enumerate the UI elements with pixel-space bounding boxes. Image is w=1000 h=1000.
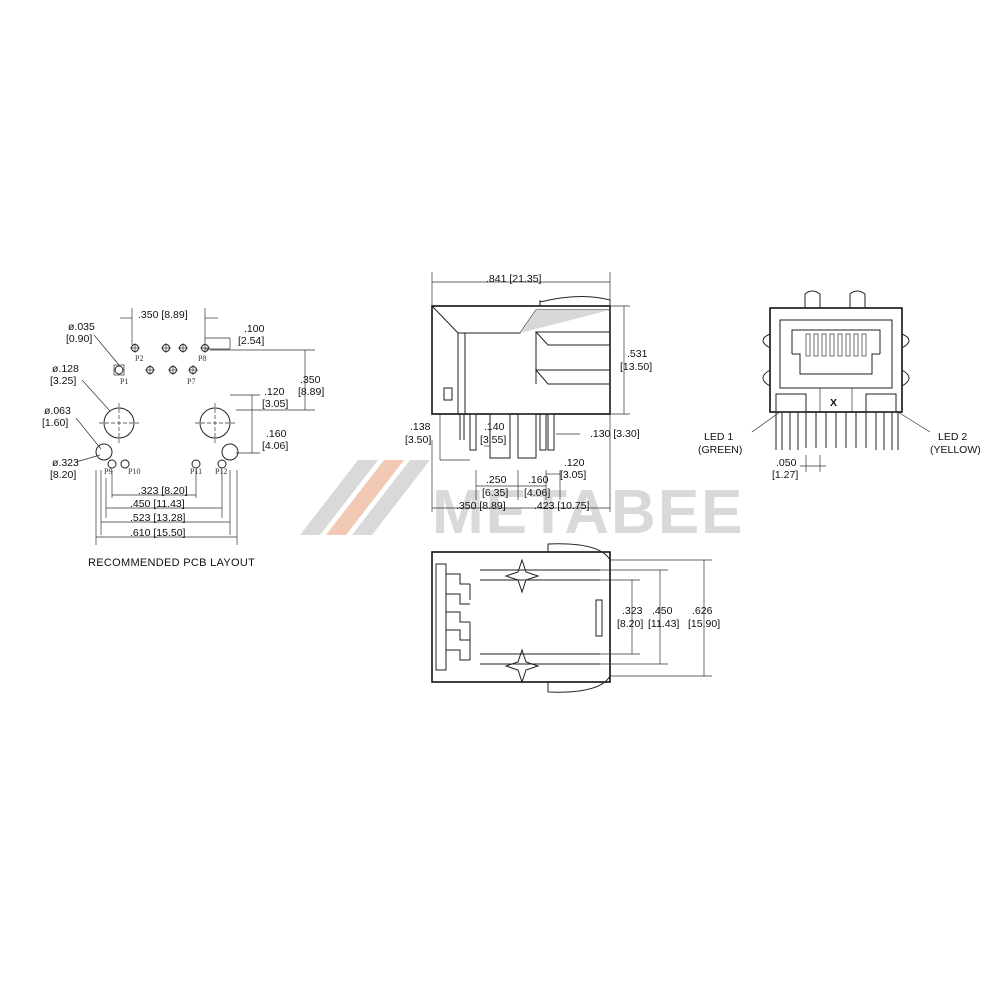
dim-span-450: .450 [11.43] [130, 498, 185, 510]
dim-side-140: .140 [484, 421, 505, 433]
side-view-pins [459, 413, 555, 459]
dim-bottom-450-mm: [11.43] [648, 618, 679, 630]
dim-bottom-323-mm: [8.20] [617, 618, 643, 630]
dim-side-160: .160 [528, 474, 549, 486]
dim-pitch-100-mm: [2.54] [238, 335, 264, 347]
dim-offset-120-mm: [3.05] [262, 398, 288, 410]
dim-pitch-350: .350 [8.89] [138, 309, 188, 321]
dim-offset-160: .160 [266, 428, 287, 440]
dim-side-138-mm: [3.50] [405, 434, 431, 446]
dim-side-250-mm: [6.35] [482, 487, 508, 499]
center-x-marker: X [830, 397, 837, 409]
pin-label-p10: P10 [128, 467, 140, 476]
dim-span-323: .323 [8.20] [138, 485, 188, 497]
dim-length-841: .841 [21.35] [486, 273, 542, 285]
dim-hole-323-mm: [8.20] [50, 469, 76, 481]
dim-height-350: .350 [300, 374, 321, 386]
dim-pin-pitch-050: .050 [776, 457, 797, 469]
watermark-stripes [300, 460, 430, 535]
led1-color: (GREEN) [698, 444, 742, 456]
dim-height-531: .531 [627, 348, 648, 360]
dim-hole-035-mm: [0.90] [66, 333, 92, 345]
side-view-body [431, 295, 611, 415]
dim-hole-128-mm: [3.25] [50, 375, 76, 387]
dim-side-120-mm: [3.05] [560, 469, 586, 481]
dim-pitch-100: .100 [244, 323, 265, 335]
pin-label-p9: P9 [104, 467, 112, 476]
dim-side-250: .250 [486, 474, 507, 486]
dim-height-350-mm: [8.89] [298, 386, 324, 398]
dim-offset-120: .120 [264, 386, 285, 398]
front-view-pins [775, 412, 899, 450]
pin-label-p11: P11 [190, 467, 202, 476]
dim-bottom-450: .450 [652, 605, 673, 617]
dim-side-138: .138 [410, 421, 431, 433]
dim-hole-063: ø.063 [44, 405, 71, 417]
dim-bottom-323: .323 [622, 605, 643, 617]
pcb-shield-holes [95, 443, 239, 469]
pin-label-p2: P2 [135, 354, 143, 363]
dim-side-130: .130 [3.30] [590, 428, 640, 440]
dim-hole-035: ø.035 [68, 321, 95, 333]
dim-height-531-mm: [13.50] [620, 361, 652, 373]
pin-label-p1: P1 [120, 377, 128, 386]
dim-span-523: .523 [13.28] [130, 512, 186, 524]
dim-bottom-626: .626 [692, 605, 713, 617]
led1-label: LED 1 [704, 431, 733, 443]
watermark-text: METABEE [432, 478, 745, 547]
dim-side-140-mm: [3.55] [480, 434, 506, 446]
pcb-mount-holes [99, 403, 235, 443]
dim-hole-063-mm: [1.60] [42, 417, 68, 429]
led2-label: LED 2 [938, 431, 967, 443]
pcb-layout-caption: RECOMMENDED PCB LAYOUT [88, 557, 255, 569]
dim-bottom-626-mm: [15.90] [688, 618, 720, 630]
dim-side-423: .423 [10.75] [534, 500, 590, 512]
dim-side-120: .120 [564, 457, 585, 469]
dim-hole-323: ø.323 [52, 457, 79, 469]
dim-side-350: .350 [8.89] [456, 500, 506, 512]
dim-pin-pitch-050-mm: [1.27] [772, 469, 798, 481]
dim-side-160-mm: [4.06] [524, 487, 550, 499]
dim-span-610: .610 [15.50] [130, 527, 186, 539]
led2-color: (YELLOW) [930, 444, 981, 456]
pin-label-p7: P7 [187, 377, 195, 386]
dim-offset-160-mm: [4.06] [262, 440, 288, 452]
bottom-view-body [431, 543, 611, 693]
pin-label-p8: P8 [198, 354, 206, 363]
dim-hole-128: ø.128 [52, 363, 79, 375]
pin-label-p12: P12 [215, 467, 227, 476]
